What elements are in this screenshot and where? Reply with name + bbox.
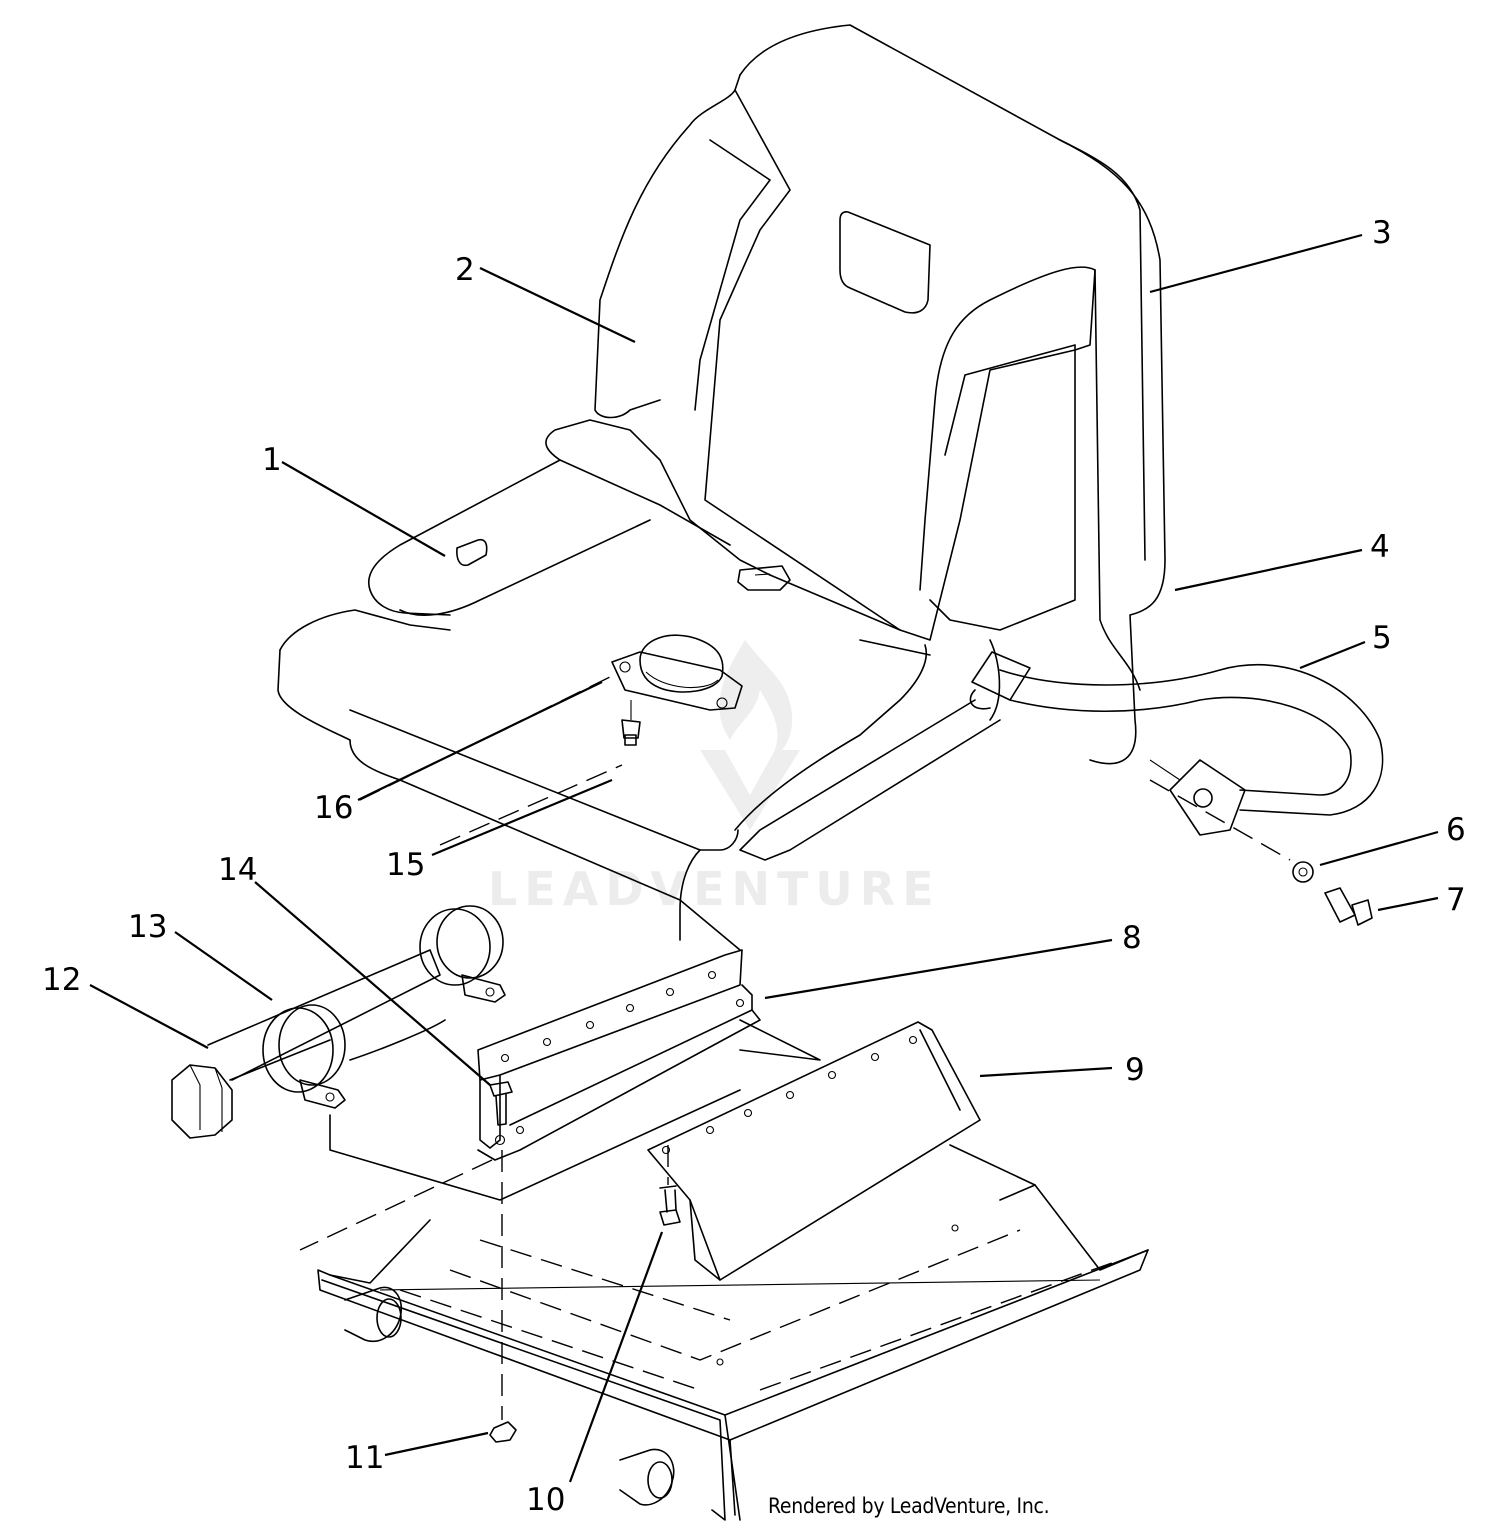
callout-4: 4: [1370, 529, 1390, 565]
belt-latch: [737, 565, 791, 591]
callout-12: 12: [42, 962, 81, 998]
seat-slide-bracket-right: [647, 1021, 981, 1281]
callout-2: 2: [455, 252, 475, 288]
callout-8: 8: [1122, 920, 1142, 956]
render-credit: Rendered by LeadVenture, Inc.: [768, 1494, 1050, 1518]
callout-labels: 1 2 3 4 5 6 7 8 9 10 11 12 13 14 15 16: [42, 215, 1466, 1518]
adjustment-lever-tube: [171, 949, 446, 1139]
seat-mount-pan: [317, 1144, 1149, 1521]
bolt-10: [659, 1185, 681, 1226]
watermark-text: LEADVENTURE: [488, 862, 941, 916]
seat-frame-plate: [329, 1019, 821, 1201]
callout-9: 9: [1125, 1052, 1145, 1088]
callout-10: 10: [526, 1482, 565, 1518]
tube-clamp-front: [262, 1004, 346, 1109]
seat-switch: [611, 634, 743, 746]
bolt-7: [1324, 887, 1373, 926]
washer-6: [1292, 861, 1314, 883]
callout-1: 1: [262, 442, 282, 478]
seat-bottom-cushion: [277, 419, 931, 951]
leader-lines: [89, 233, 1439, 1483]
callout-5: 5: [1372, 620, 1392, 656]
bolt-14: [489, 1081, 513, 1126]
seat-belt: [739, 651, 1384, 861]
callout-15: 15: [386, 847, 425, 883]
callout-3: 3: [1372, 215, 1392, 251]
seat-slide-bracket-left: [477, 949, 761, 1161]
nut-11: [489, 1421, 517, 1443]
callout-6: 6: [1446, 812, 1466, 848]
callout-13: 13: [128, 909, 167, 945]
callout-16: 16: [314, 790, 353, 826]
watermark-flame-icon: [700, 640, 800, 830]
callout-11: 11: [345, 1440, 384, 1476]
callout-7: 7: [1446, 882, 1466, 918]
seat-back-shell: [594, 24, 1166, 765]
callout-14: 14: [218, 852, 257, 888]
tube-clamp-rear: [419, 905, 506, 1003]
